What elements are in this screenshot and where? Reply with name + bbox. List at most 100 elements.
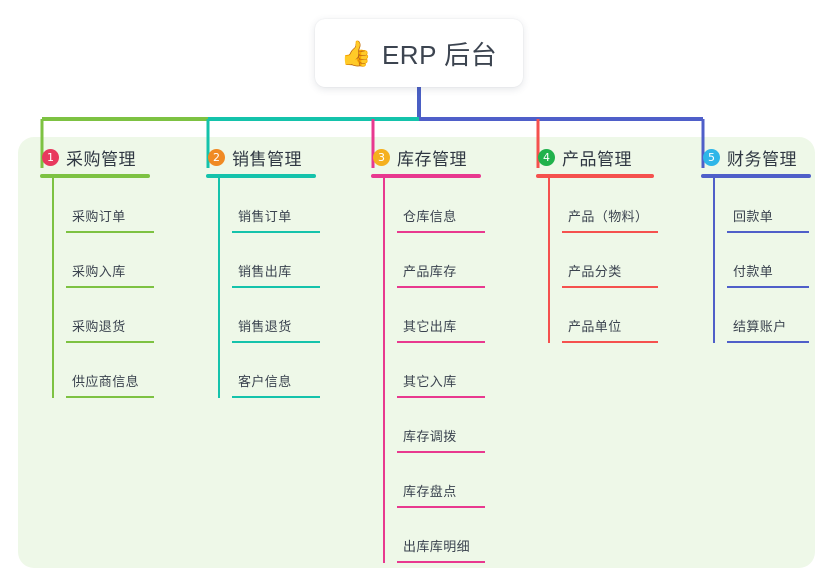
leaf-label: 其它入库 bbox=[403, 374, 457, 389]
leaf-label: 产品分类 bbox=[568, 264, 622, 279]
branch-column-1: 1 采购管理采购订单采购入库采购退货供应商信息 bbox=[40, 145, 154, 398]
branch-label-3: 库存管理 bbox=[397, 149, 467, 169]
root-title: ERP 后台 bbox=[381, 39, 498, 70]
thumbs-up-icon: 👍 bbox=[340, 38, 372, 68]
leaf-underline bbox=[727, 286, 809, 288]
leaf-label: 回款单 bbox=[733, 209, 774, 224]
leaf-label: 采购入库 bbox=[72, 264, 126, 279]
leaf-item[interactable]: 供应商信息 bbox=[66, 343, 154, 398]
leaf-underline bbox=[397, 231, 485, 233]
leaf-label: 付款单 bbox=[733, 264, 774, 279]
leaf-underline bbox=[562, 341, 658, 343]
branch-underline-4 bbox=[536, 174, 654, 178]
leaf-item[interactable]: 其它出库 bbox=[397, 288, 485, 343]
branch-label-5: 财务管理 bbox=[727, 149, 797, 169]
leaf-underline bbox=[562, 231, 658, 233]
branch-badge-3: 3 bbox=[373, 148, 390, 166]
leaf-label: 产品单位 bbox=[568, 319, 622, 334]
leaf-item[interactable]: 产品分类 bbox=[562, 233, 658, 288]
leaf-item[interactable]: 采购退货 bbox=[66, 288, 154, 343]
leaf-label: 销售出库 bbox=[238, 264, 292, 279]
branch-column-4: 4 产品管理产品（物料） 产品分类产品单位 bbox=[536, 145, 658, 343]
branch-items-5: 回款单付款单结算账户 bbox=[713, 178, 811, 343]
leaf-underline bbox=[232, 396, 320, 398]
leaf-label: 结算账户 bbox=[733, 319, 787, 334]
branch-spine-5 bbox=[713, 178, 715, 343]
branch-header-4[interactable]: 4 产品管理 bbox=[536, 145, 654, 169]
leaf-item[interactable]: 销售退货 bbox=[232, 288, 320, 343]
leaf-item[interactable]: 出库库明细 bbox=[397, 508, 485, 563]
leaf-underline bbox=[232, 286, 320, 288]
branch-underline-5 bbox=[701, 174, 811, 178]
leaf-item[interactable]: 付款单 bbox=[727, 233, 811, 288]
leaf-underline bbox=[727, 341, 809, 343]
leaf-underline bbox=[66, 396, 154, 398]
leaf-label: 库存调拨 bbox=[403, 429, 457, 444]
leaf-label: 仓库信息 bbox=[403, 209, 457, 224]
branch-label-4: 产品管理 bbox=[562, 149, 632, 169]
leaf-underline bbox=[397, 561, 485, 563]
leaf-underline bbox=[232, 341, 320, 343]
leaf-item[interactable]: 回款单 bbox=[727, 178, 811, 233]
leaf-underline bbox=[727, 231, 809, 233]
leaf-underline bbox=[66, 286, 154, 288]
branch-column-3: 3 库存管理仓库信息产品库存其它出库其它入库库存调拨库存盘点出库库明细 bbox=[371, 145, 485, 563]
leaf-item[interactable]: 库存盘点 bbox=[397, 453, 485, 508]
leaf-item[interactable]: 仓库信息 bbox=[397, 178, 485, 233]
branches-panel bbox=[18, 137, 815, 568]
leaf-label: 客户信息 bbox=[238, 374, 292, 389]
leaf-item[interactable]: 客户信息 bbox=[232, 343, 320, 398]
leaf-item[interactable]: 采购订单 bbox=[66, 178, 154, 233]
branch-items-1: 采购订单采购入库采购退货供应商信息 bbox=[52, 178, 154, 398]
branch-spine-3 bbox=[383, 178, 385, 563]
leaf-label: 销售退货 bbox=[238, 319, 292, 334]
branch-header-5[interactable]: 5 财务管理 bbox=[701, 145, 811, 169]
branch-header-2[interactable]: 2 销售管理 bbox=[206, 145, 316, 169]
leaf-item[interactable]: 结算账户 bbox=[727, 288, 811, 343]
leaf-underline bbox=[397, 396, 485, 398]
leaf-underline bbox=[397, 451, 485, 453]
branch-spine-1 bbox=[52, 178, 54, 398]
leaf-item[interactable]: 销售订单 bbox=[232, 178, 320, 233]
leaf-underline bbox=[66, 341, 154, 343]
leaf-underline bbox=[562, 286, 658, 288]
branch-badge-4: 4 bbox=[538, 148, 555, 166]
branch-label-1: 采购管理 bbox=[66, 149, 136, 169]
leaf-label: 其它出库 bbox=[403, 319, 457, 334]
leaf-label: 库存盘点 bbox=[403, 484, 457, 499]
leaf-underline bbox=[397, 341, 485, 343]
leaf-label: 出库库明细 bbox=[403, 539, 471, 554]
branch-underline-1 bbox=[40, 174, 150, 178]
leaf-label: 销售订单 bbox=[238, 209, 292, 224]
leaf-item[interactable]: 采购入库 bbox=[66, 233, 154, 288]
leaf-item[interactable]: 产品（物料） bbox=[562, 178, 658, 233]
branch-label-2: 销售管理 bbox=[232, 149, 302, 169]
branch-items-4: 产品（物料） 产品分类产品单位 bbox=[548, 178, 658, 343]
branch-badge-1: 1 bbox=[42, 148, 59, 166]
leaf-underline bbox=[232, 231, 320, 233]
leaf-underline bbox=[397, 506, 485, 508]
leaf-label: 采购订单 bbox=[72, 209, 126, 224]
branch-underline-3 bbox=[371, 174, 481, 178]
branch-badge-2: 2 bbox=[208, 148, 225, 166]
leaf-item[interactable]: 销售出库 bbox=[232, 233, 320, 288]
branch-underline-2 bbox=[206, 174, 316, 178]
branch-column-5: 5 财务管理回款单付款单结算账户 bbox=[701, 145, 811, 343]
branch-header-3[interactable]: 3 库存管理 bbox=[371, 145, 481, 169]
branch-badge-5: 5 bbox=[703, 148, 720, 166]
leaf-item[interactable]: 库存调拨 bbox=[397, 398, 485, 453]
branch-column-2: 2 销售管理销售订单销售出库销售退货客户信息 bbox=[206, 145, 320, 398]
branch-items-3: 仓库信息产品库存其它出库其它入库库存调拨库存盘点出库库明细 bbox=[383, 178, 485, 563]
leaf-label: 产品（物料） bbox=[568, 209, 649, 224]
leaf-item[interactable]: 产品库存 bbox=[397, 233, 485, 288]
leaf-underline bbox=[66, 231, 154, 233]
leaf-item[interactable]: 其它入库 bbox=[397, 343, 485, 398]
leaf-item[interactable]: 产品单位 bbox=[562, 288, 658, 343]
root-node[interactable]: 👍 ERP 后台 bbox=[315, 19, 523, 87]
leaf-label: 供应商信息 bbox=[72, 374, 140, 389]
branch-items-2: 销售订单销售出库销售退货客户信息 bbox=[218, 178, 320, 398]
branch-header-1[interactable]: 1 采购管理 bbox=[40, 145, 150, 169]
branch-spine-4 bbox=[548, 178, 550, 343]
leaf-label: 采购退货 bbox=[72, 319, 126, 334]
